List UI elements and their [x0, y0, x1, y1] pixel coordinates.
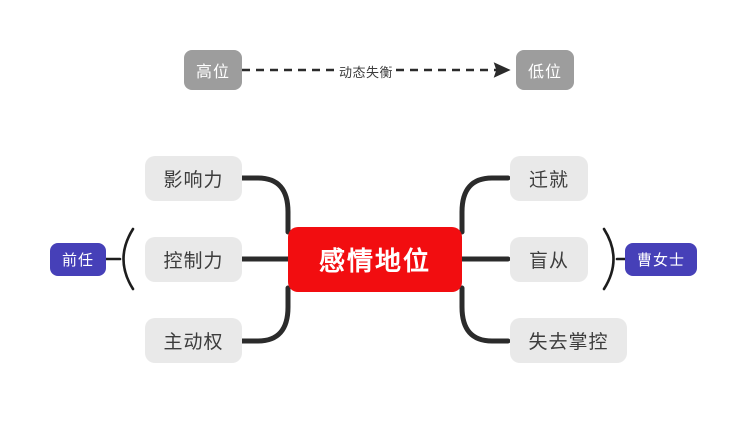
connector-right-bottom — [459, 285, 511, 344]
branch-right-accommodation[interactable]: 迁就 — [510, 156, 588, 201]
state-box-high[interactable]: 高位 — [184, 50, 242, 90]
branch-right-accommodation-label: 迁就 — [528, 170, 569, 191]
branch-right-blind-obedience-label: 盲从 — [528, 251, 569, 272]
branch-left-influence[interactable]: 影响力 — [145, 156, 242, 201]
state-box-high-label: 高位 — [195, 64, 230, 81]
connector-left-bottom — [239, 285, 291, 344]
connector-right-top — [459, 175, 511, 235]
state-box-low[interactable]: 低位 — [516, 50, 574, 90]
branch-right-loss-of-control-label: 失去掌控 — [528, 332, 609, 353]
branch-left-control[interactable]: 控制力 — [145, 237, 242, 282]
center-node-relationship-status[interactable]: 感情地位 — [288, 227, 462, 292]
branch-right-blind-obedience[interactable]: 盲从 — [510, 237, 588, 282]
person-badge-ms-cao-label: 曹女士 — [636, 252, 685, 269]
connector-left-top — [239, 175, 291, 235]
branch-left-influence-label: 影响力 — [163, 170, 224, 191]
branch-left-initiative-label: 主动权 — [163, 332, 224, 353]
right-brace — [602, 227, 615, 291]
center-node-label: 感情地位 — [318, 246, 431, 276]
person-badge-ms-cao[interactable]: 曹女士 — [625, 243, 697, 276]
person-badge-former-partner-label: 前任 — [61, 252, 94, 269]
branch-left-control-label: 控制力 — [163, 251, 224, 272]
left-brace — [122, 227, 135, 291]
person-badge-former-partner[interactable]: 前任 — [50, 243, 106, 276]
branch-right-loss-of-control[interactable]: 失去掌控 — [510, 318, 627, 363]
dynamic-imbalance-label: 动态失衡 — [336, 62, 397, 81]
branch-left-initiative[interactable]: 主动权 — [145, 318, 242, 363]
state-box-low-label: 低位 — [527, 64, 562, 81]
